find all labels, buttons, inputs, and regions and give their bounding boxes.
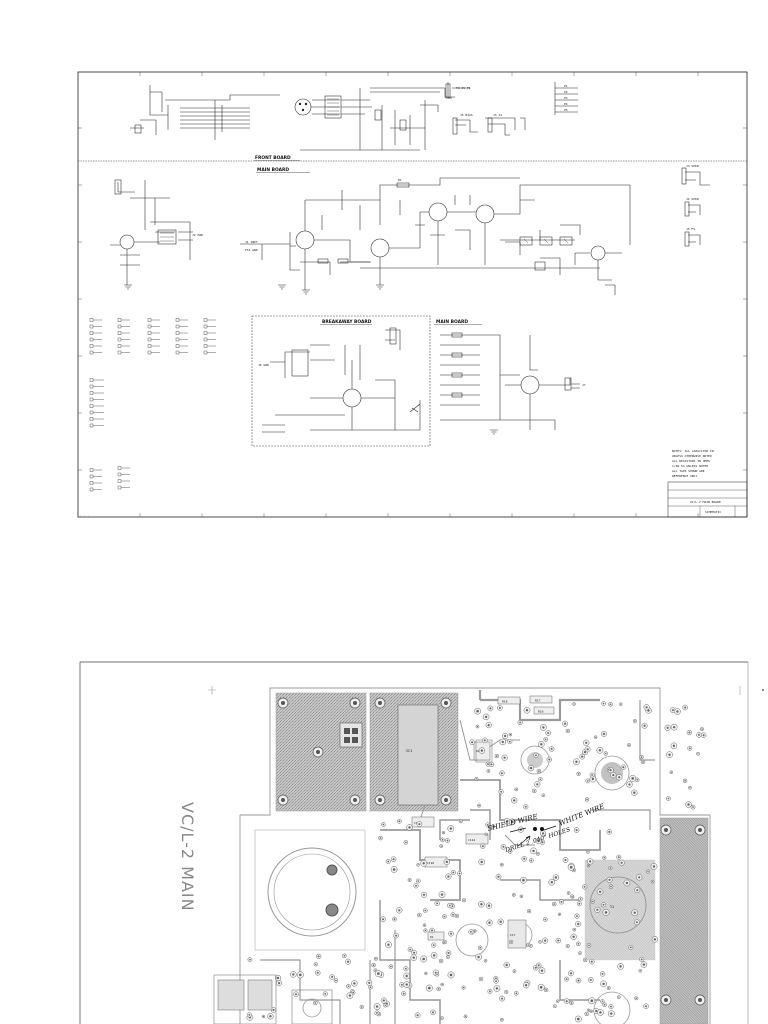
phase-inverter-tube-icon	[428, 202, 448, 222]
main-board-circuit: J2 PWR J1 INPT FS1 GND R1	[110, 164, 710, 295]
label-j4-spkr: J4 SPKR	[686, 197, 699, 201]
breakaway-tube-icon	[342, 388, 362, 408]
ic-footprint	[397, 704, 439, 806]
svg-text:ALL TAPS SHOWN ARE: ALL TAPS SHOWN ARE	[672, 469, 705, 473]
svg-text:J3 J4: J3 J4	[493, 113, 502, 117]
label-main-board-2: MAIN BOARD	[436, 319, 468, 325]
svg-text:1/4W 5% UNLESS NOTED: 1/4W 5% UNLESS NOTED	[672, 464, 708, 468]
label-breakaway-board: BREAKAWAY BOARD	[322, 319, 372, 325]
svg-text:J5 BIAS: J5 BIAS	[460, 113, 473, 117]
preamp-tube-icon	[295, 230, 315, 250]
svg-text:P5: P5	[564, 108, 568, 112]
pcb-title: VC/L-2 MAIN	[178, 802, 197, 912]
label-j3-spkr: J3 SPKR	[686, 164, 699, 168]
front-board-circuit: TO J5 FS J5 BIAS J3 J4 P1 P2 P3 P4 P5	[130, 82, 578, 151]
notes-block: NOTES: ALL CAPACITOR IN UNLESS OTHERWISE…	[672, 449, 714, 478]
component-labels: R17 R16 R18 R14 C115 C114 C116 D1 IC7 T1	[411, 695, 614, 949]
transformer-footprint	[589, 876, 647, 934]
title-block: VC/L-2 MAIN BOARD SCHEMATIC . . .	[80, 481, 748, 518]
main-board-lower-circuit: MAIN BOARD J7	[434, 319, 586, 435]
svg-text:C114: C114	[468, 838, 475, 842]
svg-text:T1: T1	[610, 905, 614, 909]
label-j5-fs: J5 FS	[686, 227, 695, 231]
svg-text:J1 INPT: J1 INPT	[245, 240, 258, 244]
svg-text:REFERENCE ONLY: REFERENCE ONLY	[672, 474, 697, 478]
label-to-fs: TO J5 FS	[456, 86, 471, 90]
svg-text:UNLESS OTHERWISE NOTED: UNLESS OTHERWISE NOTED	[672, 454, 712, 458]
xlr-connector-icon	[294, 98, 312, 116]
tube-socket-footprint-large	[267, 847, 357, 937]
svg-text:FS1 GND: FS1 GND	[245, 248, 258, 252]
svg-text:J2 PWR: J2 PWR	[192, 233, 203, 237]
svg-text:IC7: IC7	[510, 933, 516, 937]
svg-text:IC1: IC1	[406, 749, 412, 753]
note-white-wire: WHITE WIRE	[558, 802, 606, 828]
note-shield-wire: SHIELD WIRE	[487, 813, 539, 833]
label-front-board: FRONT BOARD	[255, 155, 291, 161]
svg-text:J6 GND: J6 GND	[258, 363, 269, 367]
driver-tube-icon	[370, 238, 390, 258]
output-tube-icon	[520, 375, 540, 395]
sheet-footer-text: . . .	[80, 513, 89, 517]
svg-text:P2: P2	[564, 90, 568, 94]
breakaway-board: BREAKAWAY BOARD J6 GND	[251, 315, 431, 447]
svg-text:R17: R17	[535, 699, 541, 703]
pcb-sheet: VC/L-2 MAIN IC1	[79, 661, 764, 1024]
bottom-left-connectors	[213, 974, 333, 1024]
copper-pour-right	[659, 817, 709, 1024]
power-tube-icon	[475, 204, 495, 224]
pcb-pads	[246, 701, 707, 1023]
mounting-holes	[277, 697, 706, 1006]
svg-text:D1: D1	[430, 935, 434, 939]
svg-text:R18: R18	[502, 700, 508, 704]
svg-text:R16: R16	[538, 710, 544, 714]
schematic-border	[77, 71, 748, 518]
component-library-grid	[89, 318, 216, 492]
handwritten-annotations: SHIELD WIRE WHITE WIRE DRILL 2 .040" HOL…	[487, 802, 606, 854]
svg-text:NOTES: ALL CAPACITOR IN: NOTES: ALL CAPACITOR IN	[672, 449, 714, 453]
schematic-sheet: FRONT BOARD MAIN BOARD	[77, 71, 748, 518]
output-jack-icon	[590, 245, 606, 261]
svg-text:P1: P1	[564, 84, 568, 88]
svg-text:R1: R1	[398, 178, 402, 182]
electrolytic-cap-icon	[594, 755, 630, 791]
label-main-board: MAIN BOARD	[257, 167, 289, 173]
pcb-page-frame	[79, 661, 748, 1024]
title-block-name: VC/L-2 MAIN BOARD	[690, 500, 721, 504]
tube-socket-icon	[119, 234, 135, 250]
svg-text:J7: J7	[582, 383, 586, 387]
svg-text:P3: P3	[564, 96, 568, 100]
border-ticks	[78, 72, 747, 517]
svg-text:P4: P4	[564, 102, 568, 106]
pcb-outline	[240, 687, 711, 1024]
svg-text:ALL RESISTORS IN OHMS: ALL RESISTORS IN OHMS	[672, 459, 710, 463]
title-block-type: SCHEMATIC	[705, 510, 721, 514]
svg-text:C116: C116	[427, 861, 434, 865]
